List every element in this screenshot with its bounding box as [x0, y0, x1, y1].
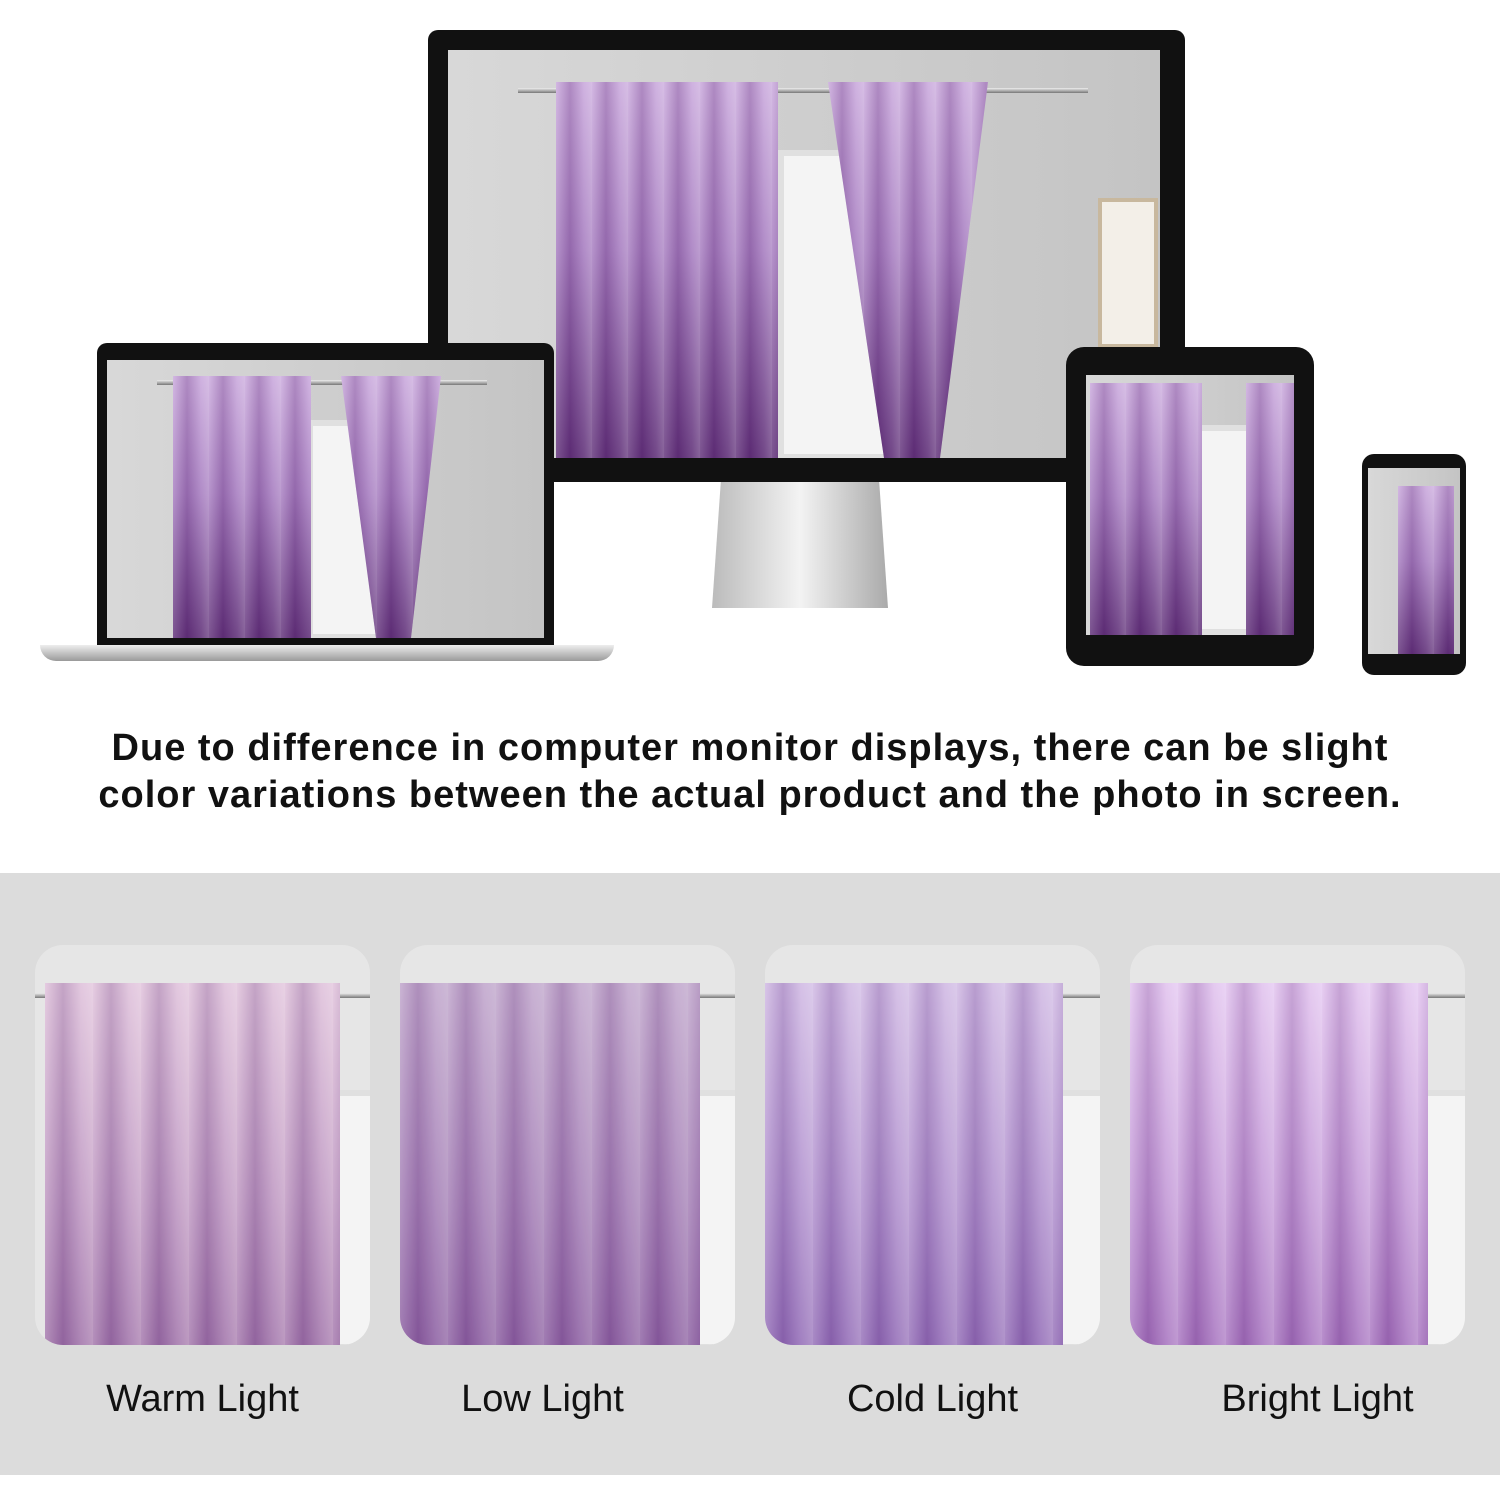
label-warm-light: Warm Light: [106, 1378, 299, 1420]
label-low-light: Low Light: [461, 1378, 624, 1420]
monitor: [428, 30, 1185, 482]
panel-bright-light: [1130, 945, 1465, 1345]
label-bright-light: Bright Light: [1221, 1378, 1414, 1420]
panel-cold-light: [765, 945, 1100, 1345]
tablet: [1066, 347, 1314, 666]
panel-low-light: [400, 945, 735, 1345]
label-cold-light: Cold Light: [846, 1378, 1019, 1420]
panel-warm-light: [35, 945, 370, 1345]
laptop-base: [40, 645, 614, 661]
laptop: [97, 343, 554, 647]
phone: [1362, 454, 1466, 675]
wall-art: [1098, 198, 1158, 348]
monitor-screen: [448, 50, 1160, 458]
disclaimer-line-2: color variations between the actual prod…: [98, 774, 1402, 816]
monitor-stand: [712, 482, 888, 608]
disclaimer-line-1: Due to difference in computer monitor di…: [111, 727, 1389, 769]
curtain-left: [556, 82, 778, 458]
